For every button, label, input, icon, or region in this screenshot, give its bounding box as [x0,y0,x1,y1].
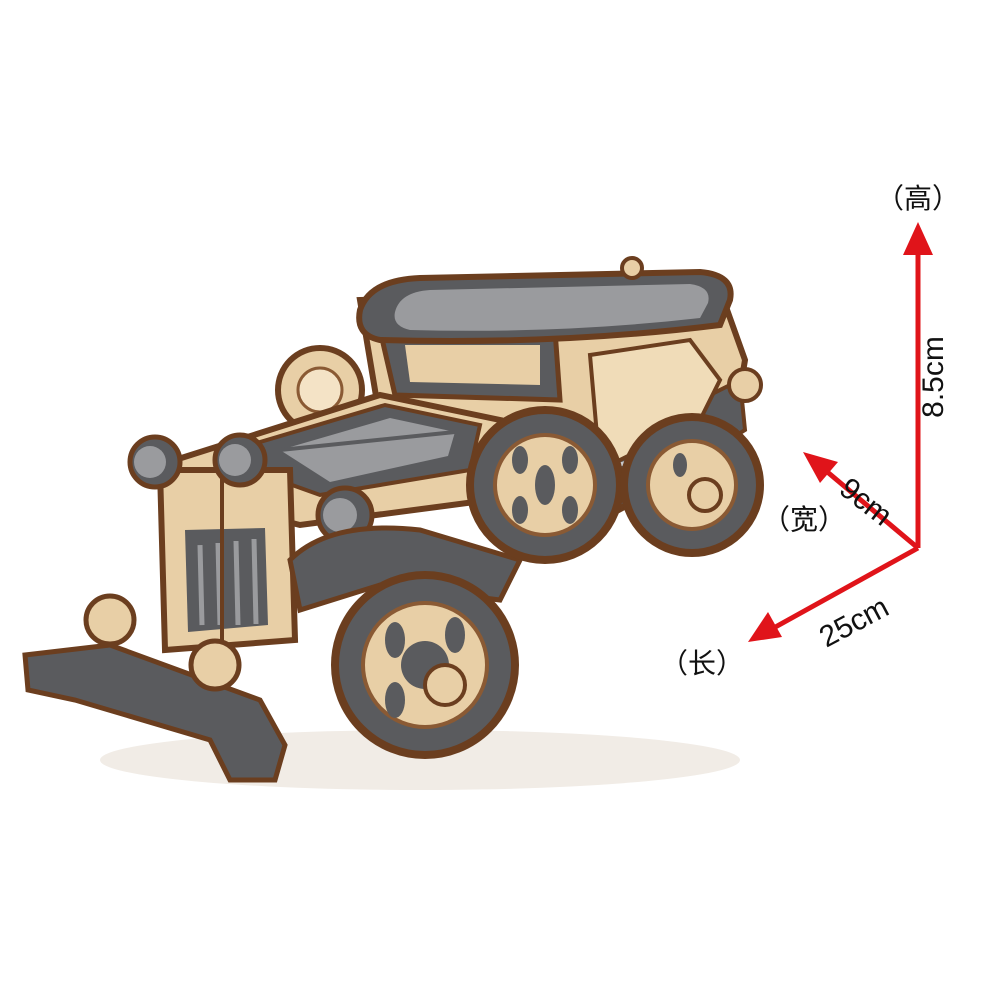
width-arrow-icon [803,452,920,550]
height-label: （高） [876,182,961,215]
spare-wheel-side [466,406,624,564]
height-value: 8.5cm [916,336,950,418]
height-arrow-icon [903,222,933,548]
length-arrow-icon [748,545,920,642]
front-bumper [22,593,288,783]
roof [356,256,734,344]
front-wheel [331,571,519,759]
length-label: （长） [660,647,745,680]
width-label: （宽） [762,503,847,536]
rear-wheel [620,413,764,557]
